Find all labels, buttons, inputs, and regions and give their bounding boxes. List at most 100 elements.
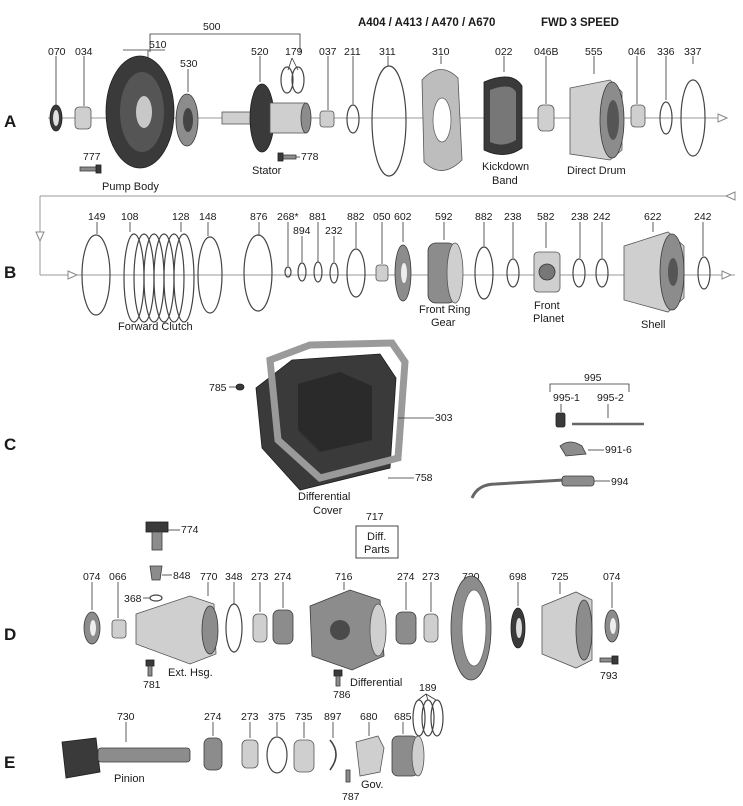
row-b-parts: 149 108 128 Forward Clutch 148 876 268* — [81, 211, 712, 333]
row-label-a: A — [4, 112, 16, 131]
part-066-bushing — [111, 619, 127, 639]
part-582-label: 582 — [537, 211, 555, 223]
part-189-label: 189 — [419, 682, 437, 694]
part-337-label: 337 — [684, 46, 702, 58]
part-786-label: 786 — [333, 689, 351, 701]
part-994-label: 994 — [611, 476, 629, 488]
part-995-1-label: 995-1 — [553, 392, 580, 404]
part-238a-label: 238 — [504, 211, 522, 223]
part-148-label: 148 — [199, 211, 217, 223]
part-268-washer — [284, 266, 292, 278]
part-108-label: 108 — [121, 211, 139, 223]
part-242a-washer — [595, 258, 609, 288]
part-070-label: 070 — [48, 46, 66, 58]
part-881-label: 881 — [309, 211, 327, 223]
row-a-parts: 070 034 500 510 Pump Body 777 530 520 — [48, 21, 706, 193]
part-520-label: 520 — [251, 46, 269, 58]
part-777-label: 777 — [83, 151, 101, 163]
part-781-label: 781 — [143, 679, 161, 691]
part-337-seal — [680, 79, 706, 157]
part-238b-washer — [572, 258, 586, 288]
part-991-6-bracket — [559, 441, 587, 457]
part-238a-washer — [506, 258, 520, 288]
part-787-pin — [345, 769, 351, 783]
caption-diff-cover-1: Differential — [298, 491, 350, 503]
part-311-label: 311 — [379, 46, 396, 58]
part-242a-label: 242 — [593, 211, 611, 223]
part-238b-label: 238 — [571, 211, 589, 223]
part-268-label: 268* — [277, 211, 299, 223]
part-685-label: 685 — [394, 711, 412, 723]
part-758-label: 758 — [415, 472, 433, 484]
part-348-seal — [225, 603, 243, 653]
part-894-label: 894 — [293, 225, 311, 237]
part-500-label: 500 — [203, 21, 221, 33]
part-848-fitting — [149, 565, 163, 581]
part-128-label: 128 — [172, 211, 190, 223]
part-785-label: 785 — [209, 382, 227, 394]
part-735-bearing-race — [293, 739, 315, 773]
part-995-1-lever — [555, 412, 566, 428]
part-774-label: 774 — [181, 524, 199, 536]
part-274-label: 274 — [204, 711, 222, 723]
part-530-label: 530 — [180, 58, 198, 70]
part-717-label: 717 — [366, 511, 384, 523]
part-310-label: 310 — [432, 46, 450, 58]
part-995-2-label: 995-2 — [597, 392, 624, 404]
caption-differential: Differential — [350, 677, 402, 689]
part-274b-label: 274 — [397, 571, 415, 583]
row-label-e: E — [4, 753, 15, 772]
part-189-ring-1 — [412, 699, 426, 737]
part-303-gasket — [266, 339, 409, 482]
part-894-ring — [297, 262, 307, 282]
caption-ext-hsg: Ext. Hsg. — [168, 667, 213, 679]
caption-direct-drum: Direct Drum — [567, 165, 626, 177]
part-273b-label: 273 — [422, 571, 440, 583]
caption-diff-parts-1: Diff. — [367, 531, 386, 543]
part-273a-label: 273 — [251, 571, 269, 583]
part-897-snap-ring — [329, 739, 337, 771]
caption-gov: Gov. — [361, 779, 383, 791]
caption-forward-clutch: Forward Clutch — [118, 321, 193, 333]
part-046-bushing — [630, 104, 646, 128]
part-680-label: 680 — [360, 711, 378, 723]
part-793-label: 793 — [600, 670, 618, 682]
part-034-label: 034 — [75, 46, 93, 58]
part-770-label: 770 — [200, 571, 218, 583]
caption-pump-body: Pump Body — [102, 181, 159, 193]
caption-kickdown-1: Kickdown — [482, 161, 529, 173]
caption-shell: Shell — [641, 319, 665, 331]
part-881-ring — [313, 261, 323, 283]
caption-front-planet-2: Planet — [533, 313, 564, 325]
part-046b-label: 046B — [534, 46, 559, 58]
part-622-label: 622 — [644, 211, 662, 223]
part-680-governor — [355, 735, 385, 777]
part-311-seal — [371, 65, 407, 177]
part-991-6-label: 991-6 — [605, 444, 632, 456]
part-785-plug — [235, 383, 245, 391]
part-777-bolt — [79, 166, 99, 172]
part-735-label: 735 — [295, 711, 313, 723]
part-050-bushing — [375, 264, 389, 282]
part-781-bolt — [145, 659, 155, 667]
part-046b-bushing — [537, 104, 555, 132]
part-592-label: 592 — [435, 211, 453, 223]
part-273a-race — [252, 613, 268, 643]
part-725-label: 725 — [551, 571, 569, 583]
forward-clutch-pack — [123, 233, 195, 323]
part-882a-label: 882 — [347, 211, 365, 223]
part-994-rod — [470, 478, 565, 499]
row-label-b: B — [4, 263, 16, 282]
part-876-spring — [243, 234, 273, 312]
part-232-label: 232 — [325, 225, 343, 237]
part-303-label: 303 — [435, 412, 453, 424]
part-189-ring-3 — [430, 699, 444, 737]
part-179-ring-2 — [291, 66, 305, 94]
caption-front-ring-1: Front Ring — [419, 304, 470, 316]
part-995-label: 995 — [584, 372, 602, 384]
part-348-label: 348 — [225, 571, 243, 583]
part-149-plate — [81, 234, 111, 316]
part-232-ring — [329, 262, 339, 284]
diagram-type-title: FWD 3 SPEED — [541, 17, 619, 29]
